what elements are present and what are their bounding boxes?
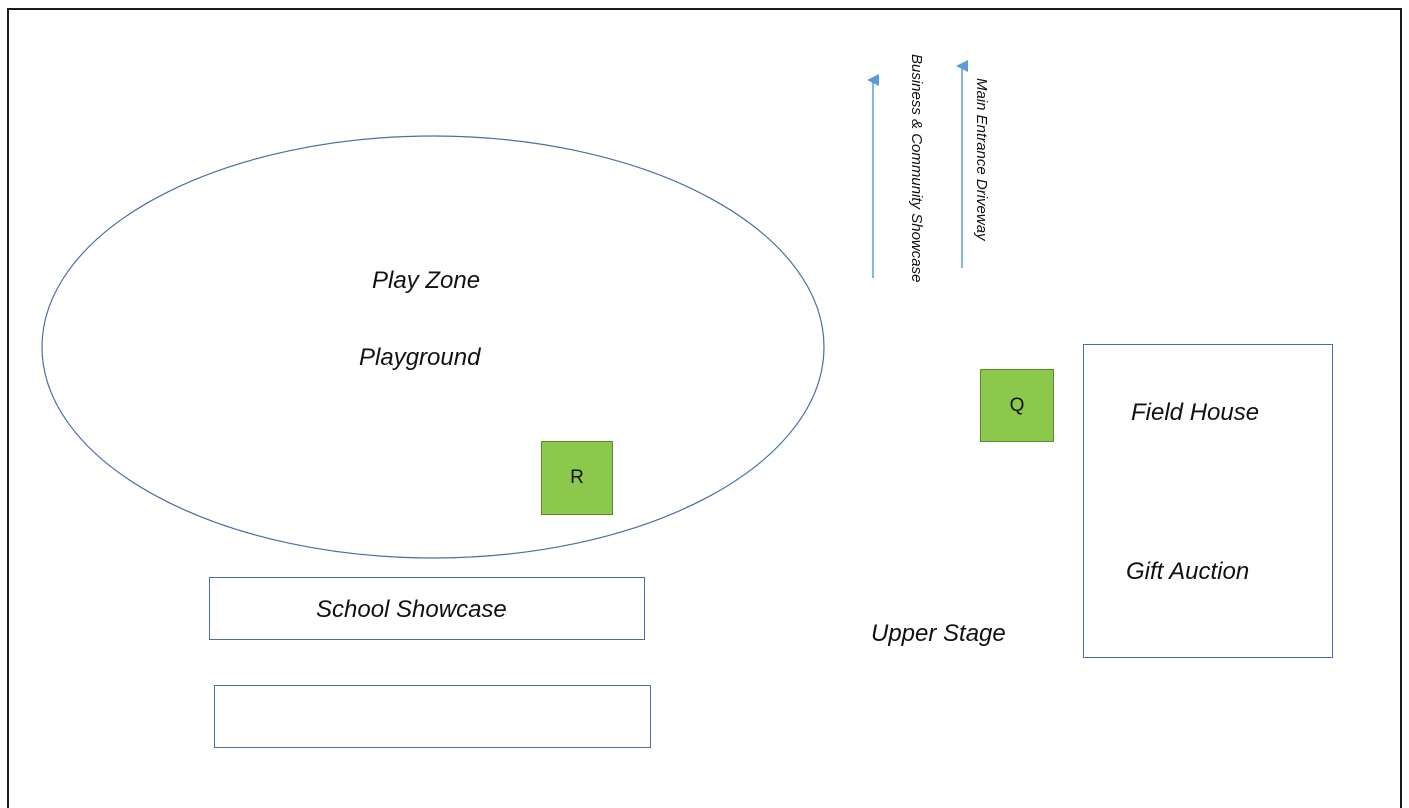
school-showcase-label: School Showcase [316, 596, 507, 623]
gift-auction-label: Gift Auction [1126, 558, 1250, 585]
business-showcase-label: Business & Community Showcase [908, 54, 925, 283]
empty-booth [214, 685, 651, 748]
play-zone-ellipse [41, 135, 825, 559]
field-house-label: Field House [1131, 399, 1260, 426]
school-showcase-booth [209, 577, 645, 640]
marker-r: R [541, 441, 613, 515]
playground-label: Playground [359, 344, 481, 371]
upper-stage-label: Upper Stage [871, 620, 1006, 647]
field-house-building [1083, 344, 1333, 658]
play-zone-label: Play Zone [372, 267, 481, 294]
marker-q: Q [980, 369, 1054, 442]
map-frame [7, 8, 1402, 808]
main-entrance-label: Main Entrance Driveway [973, 78, 990, 241]
